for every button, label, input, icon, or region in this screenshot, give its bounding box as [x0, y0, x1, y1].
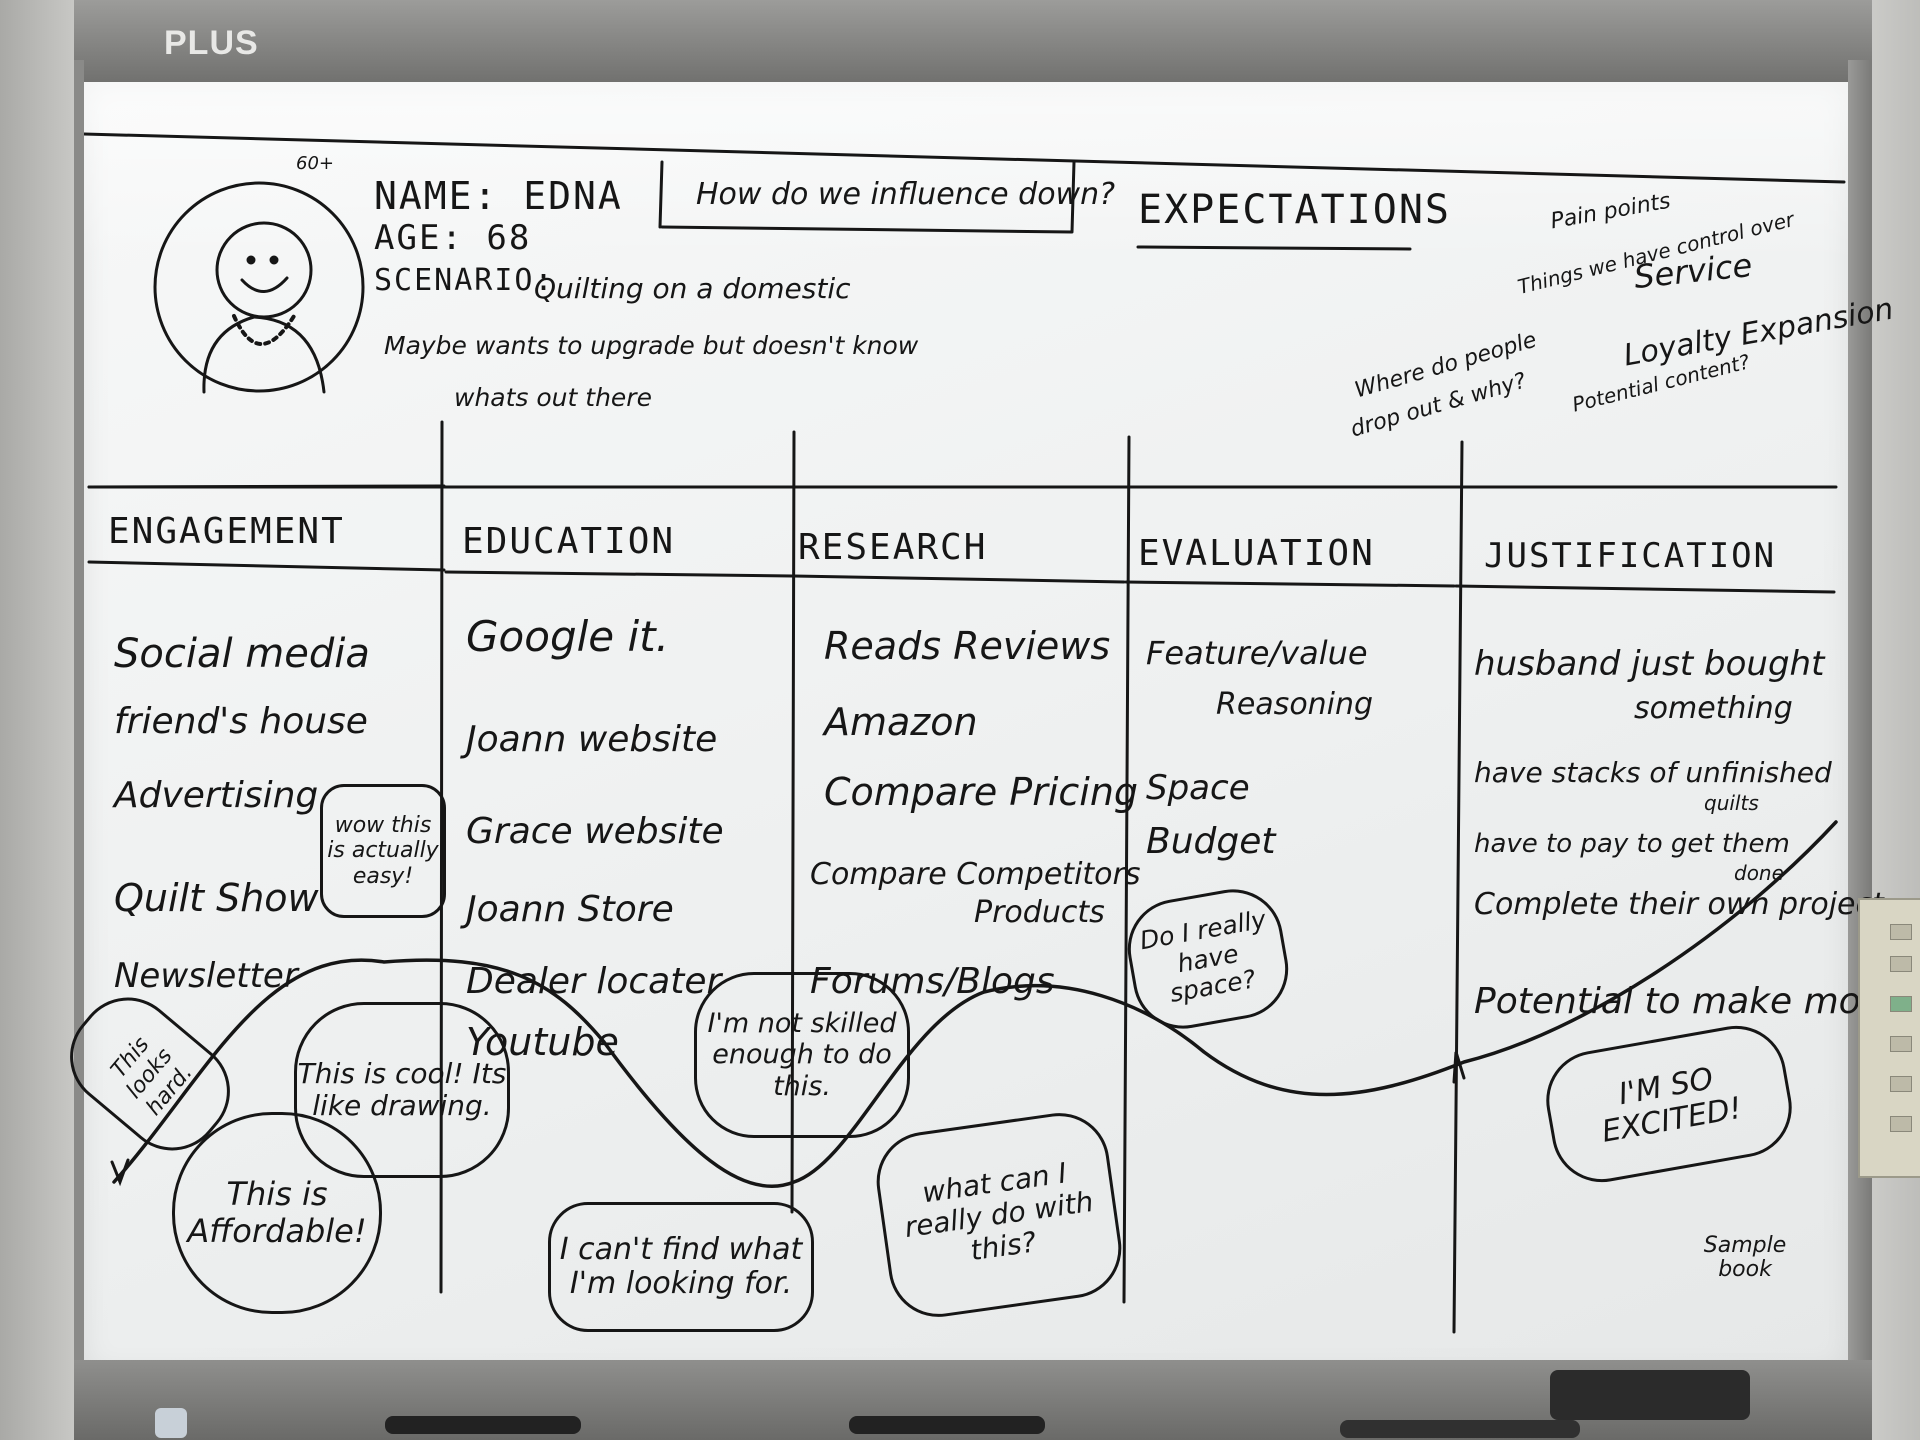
expectations-underline: [1136, 245, 1412, 251]
stage-item: Compare Pricing: [824, 770, 1139, 814]
stage-item: Social media: [114, 631, 370, 677]
stage-item: Reads Reviews: [824, 624, 1111, 668]
sample-note: Sample book: [1703, 1233, 1787, 1283]
whiteboard: 60+ NAME: EDNA AGE: 68 SCENARIO: Quiltin…: [49, 82, 1920, 1372]
quote-bubble-what-can: what can I really do with this?: [870, 1106, 1128, 1324]
stage-header-underline-4: [1124, 580, 1456, 588]
avatar-circle: [153, 181, 365, 393]
stage-title-evaluation: EVALUATION: [1138, 533, 1375, 574]
question-box: [658, 160, 1076, 234]
stage-item: Amazon: [824, 700, 978, 744]
stage-item: Compare Competitors: [810, 857, 1141, 892]
stage-item: husband just bought: [1474, 644, 1825, 684]
stage-item: Space: [1146, 768, 1250, 808]
stage-header-underline-3: [792, 574, 1126, 584]
stage-item: have to pay to get them: [1474, 829, 1790, 859]
stage-item: Grace website: [466, 811, 724, 852]
persona-scenario: Quilting on a domestic: [534, 272, 851, 305]
stage-item: have stacks of unfinished: [1474, 756, 1832, 789]
quote-bubble-cool: This is cool! Its like drawing.: [294, 1002, 510, 1178]
persona-age: AGE: 68: [374, 218, 532, 258]
quote-bubble-cant-find: I can't find what I'm looking for.: [548, 1202, 814, 1332]
stage-header-underline-2: [444, 570, 794, 578]
quote-bubble-not-skilled: I'm not skilled enough to do this.: [694, 972, 910, 1138]
quote-bubble-wow: wow this is actually easy!: [320, 784, 446, 918]
stage-item: done: [1734, 861, 1784, 885]
brand-label: PLUS: [164, 24, 259, 62]
stage-item: Joann Store: [466, 889, 674, 930]
stage-item: Google it.: [466, 612, 669, 661]
persona-scenario-label: SCENARIO:: [374, 263, 555, 298]
marker-cap: [155, 1408, 187, 1438]
avatar-head: [215, 221, 313, 319]
wall-control-panel: [1858, 898, 1920, 1178]
stage-title-education: EDUCATION: [462, 521, 676, 562]
persona-scenario-line3: whats out there: [454, 383, 652, 412]
stage-item: Dealer locater: [466, 961, 722, 1002]
expectations-title: EXPECTATIONS: [1138, 187, 1451, 233]
board-drawing: [84, 132, 1846, 1334]
marker-pen: [1340, 1420, 1580, 1438]
stage-title-justification: JUSTIFICATION: [1484, 536, 1777, 576]
stage-item: something: [1634, 691, 1793, 726]
whiteboard-left-frame: [74, 60, 84, 1380]
whiteboard-top-frame: PLUS: [74, 0, 1872, 88]
stage-item: Complete their own project: [1474, 887, 1884, 922]
stage-item: Feature/value: [1146, 634, 1368, 672]
key-question: How do we influence down?: [696, 177, 1116, 212]
stage-item: quilts: [1704, 791, 1759, 815]
quote-bubble-affordable: This is Affordable!: [172, 1112, 382, 1314]
stage-header-underline-1: [87, 560, 446, 572]
whiteboard-right-frame: [1848, 60, 1872, 1380]
stage-item: Joann website: [466, 719, 718, 760]
persona-scenario-line2: Maybe wants to upgrade but doesn't know: [384, 331, 919, 360]
stage-item: Reasoning: [1216, 687, 1374, 722]
stage-item: Advertising: [114, 775, 319, 816]
stage-header-underline-5: [1454, 584, 1836, 594]
column-divider-4: [1452, 440, 1464, 1334]
stage-title-research: RESEARCH: [798, 527, 988, 568]
top-rule-line: [84, 132, 1846, 184]
stage-item: friend's house: [114, 701, 368, 742]
column-divider-3: [1122, 435, 1131, 1304]
column-divider-2: [790, 430, 796, 1214]
stage-title-engagement: ENGAGEMENT: [108, 511, 345, 552]
stage-item: Newsletter: [114, 956, 298, 996]
marker-pen: [385, 1416, 581, 1434]
stage-item: Products: [974, 895, 1105, 930]
eraser: [1550, 1370, 1750, 1420]
stage-item: Potential to make money: [1474, 981, 1920, 1022]
stage-item: Quilt Show: [114, 876, 319, 920]
marker-pen: [849, 1416, 1045, 1434]
persona-name: NAME: EDNA: [374, 174, 623, 218]
persona-note: 60+: [296, 153, 334, 174]
stage-item: Budget: [1146, 821, 1276, 862]
